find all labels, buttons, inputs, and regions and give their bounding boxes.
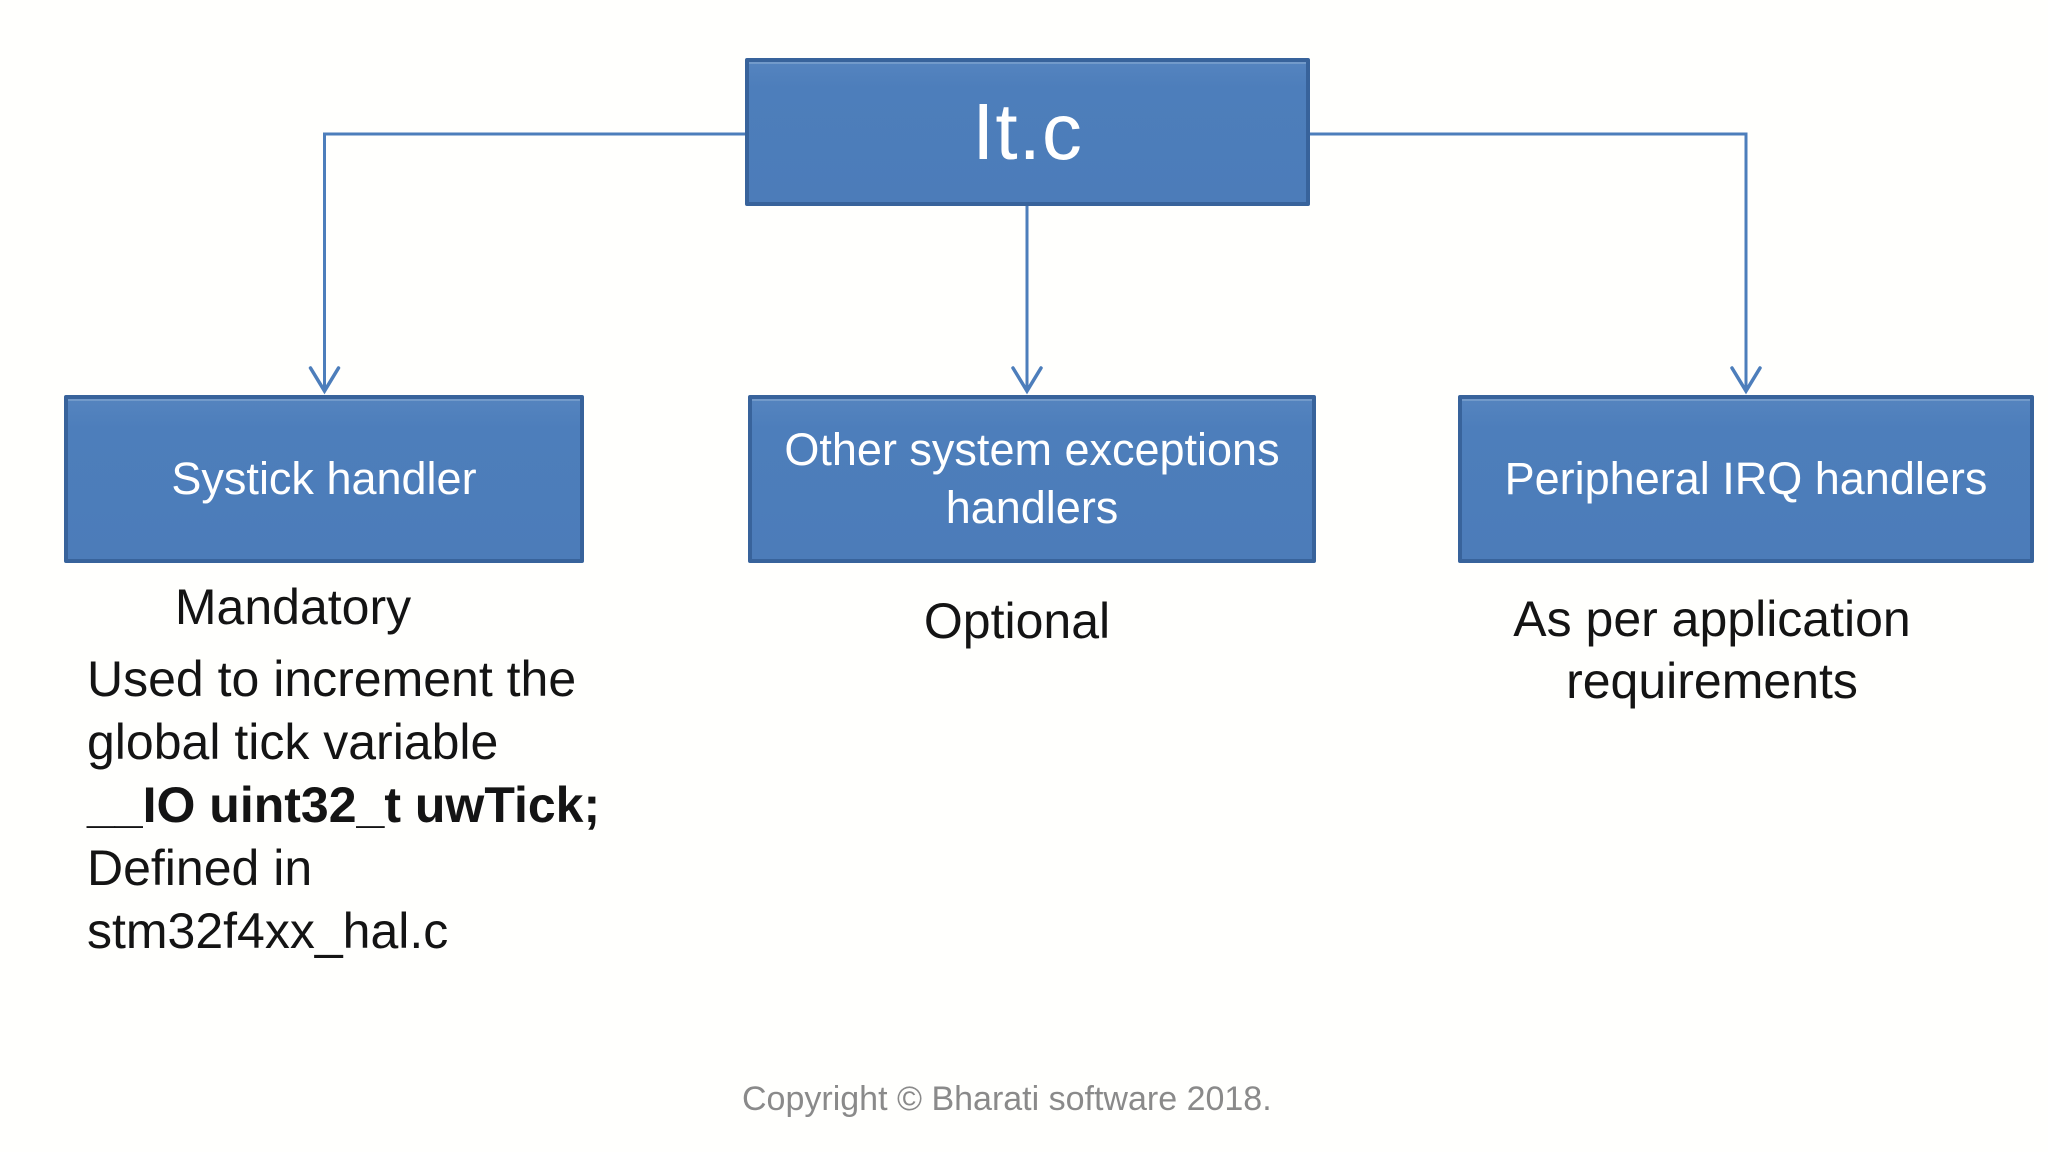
node-peripheral-irq-label: Peripheral IRQ handlers [1504,452,1988,504]
node-systick-label: Systick handler [171,452,477,504]
note-line: global tick variable [87,714,499,770]
note-line: stm32f4xx_hal.c [87,903,449,959]
node-peripheral-irq: Peripheral IRQ handlers [1458,395,2034,563]
node-root-itc: It.c [745,58,1310,206]
node-systick-handler: Systick handler [64,395,584,563]
node-other-exceptions: Other system exceptions handlers [748,395,1316,563]
note-as-per-application: As per application requirements [1513,591,1911,709]
connector-root-to-exceptions [1011,206,1043,395]
note-line-code: __IO uint32_t uwTick; [87,777,601,833]
node-root-label: It.c [972,87,1083,176]
note-line: Used to increment the [87,651,577,707]
copyright-text: Copyright © Bharati software 2018. [742,1080,1272,1118]
node-other-exceptions-label: Other system exceptions handlers [784,423,1280,534]
connector-root-to-systick [308,132,745,395]
connector-root-to-irq [1310,132,1762,395]
note-optional: Optional [923,593,1111,649]
note-line: Defined in [87,840,313,896]
note-systick-description: Used to increment the global tick variab… [87,648,687,963]
note-mandatory: Mandatory [174,579,412,635]
